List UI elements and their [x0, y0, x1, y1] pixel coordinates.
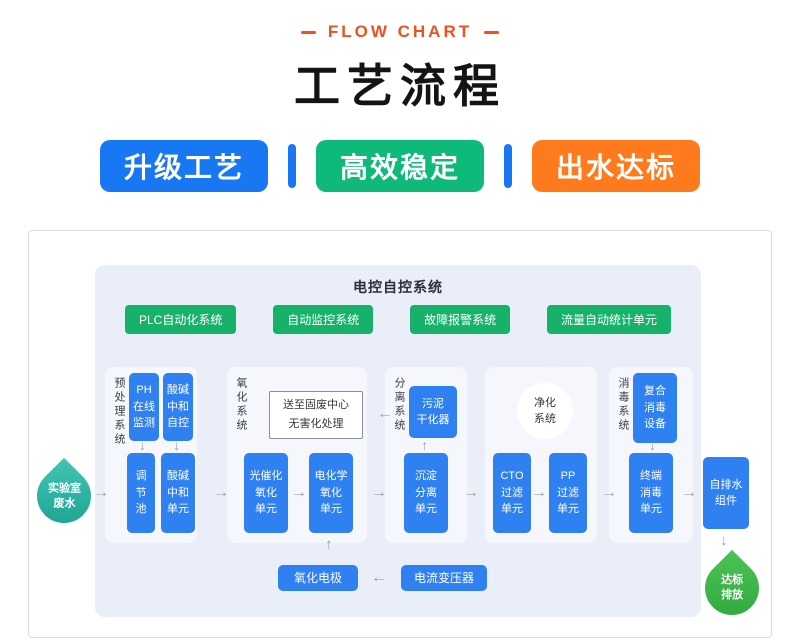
purification-label-circle: 净化 系统: [517, 383, 573, 439]
arrow-right-icon: →: [463, 484, 479, 501]
cto-filter-box: CTO 过滤 单元: [493, 453, 531, 533]
acid-control-box: 酸碱 中和 自控: [163, 373, 193, 441]
badge-upgrade-process: 升级工艺: [100, 140, 268, 192]
badge-separator: [288, 144, 296, 188]
standard-discharge-drop: 达标 排放: [693, 549, 771, 627]
arrow-right-icon: →: [681, 484, 697, 501]
arrow-right-icon: →: [371, 484, 387, 501]
control-system-title: 电控自控系统: [353, 279, 443, 295]
badge-effluent-standard: 出水达标: [532, 140, 700, 192]
sludge-dryer-box: 污泥 干化器: [409, 386, 457, 438]
sedimentation-unit-box: 沉淀 分离 单元: [404, 453, 448, 533]
control-modules-row: PLC自动化系统 自动监控系统 故障报警系统 流量自动统计单元: [125, 305, 671, 334]
control-module-flow-stats: 流量自动统计单元: [546, 305, 671, 334]
arrow-left-icon: ←: [371, 569, 387, 586]
arrow-right-icon: →: [93, 484, 109, 501]
electrochemical-unit-box: 电化学 氧化 单元: [309, 453, 353, 533]
flow-diagram: 电控自控系统 PLC自动化系统 自动监控系统 故障报警系统 流量自动统计单元 预…: [25, 230, 772, 638]
arrow-left-icon: ←: [377, 405, 393, 422]
arrow-down-icon: ↓: [139, 437, 146, 453]
composite-disinfection-box: 复合 消毒 设备: [633, 373, 677, 443]
page-title: 工艺流程: [294, 60, 506, 112]
badge-separator: [504, 144, 512, 188]
arrow-right-icon: →: [291, 484, 307, 501]
control-module-monitor: 自动监控系统: [273, 305, 374, 334]
terminal-disinfection-box: 终端 消毒 单元: [629, 453, 673, 533]
solid-waste-note: 送至固废中心 无害化处理: [269, 391, 363, 439]
neutralize-unit-box: 酸碱 中和 单元: [161, 453, 195, 533]
arrow-right-icon: →: [213, 484, 229, 501]
disinfection-label: 消毒系统: [617, 377, 629, 433]
dash-right-icon: [484, 30, 500, 34]
current-transformer-box: 电流变压器: [401, 565, 487, 591]
arrow-up-icon: ↑: [325, 536, 333, 553]
regulating-tank-box: 调 节 池: [127, 453, 155, 533]
dash-left-icon: [300, 30, 316, 34]
self-drain-box: 自排水 组件: [703, 457, 749, 529]
pretreatment-label: 预处理系统: [113, 377, 125, 447]
separation-label: 分离系统: [393, 377, 405, 433]
arrow-right-icon: →: [531, 484, 547, 501]
pp-filter-box: PP 过滤 单元: [549, 453, 587, 533]
control-module-plc: PLC自动化系统: [125, 305, 237, 334]
control-module-alarm: 故障报警系统: [410, 305, 511, 334]
eyebrow-text: FLOW CHART: [327, 22, 473, 41]
ph-monitor-box: PH 在线 监测: [129, 373, 159, 441]
arrow-down-icon: ↓: [720, 532, 728, 549]
flow-chart-eyebrow: FLOW CHART: [0, 22, 800, 42]
arrow-right-icon: →: [601, 484, 617, 501]
header: FLOW CHART 工艺流程 升级工艺 高效稳定 出水达标: [0, 0, 800, 192]
lab-wastewater-drop: 实验室 废水: [25, 457, 103, 535]
arrow-down-icon: ↓: [649, 437, 656, 453]
badges-row: 升级工艺 高效稳定 出水达标: [0, 140, 800, 192]
arrow-down-icon: ↓: [173, 437, 180, 453]
oxidation-electrode-box: 氧化电极: [278, 565, 358, 591]
arrow-up-icon: ↑: [421, 437, 428, 453]
photocatalytic-unit-box: 光催化 氧化 单元: [244, 453, 288, 533]
badge-efficient-stable: 高效稳定: [316, 140, 484, 192]
oxidation-label: 氧化系统: [235, 377, 247, 433]
lab-wastewater-label: 实验室 废水: [47, 482, 81, 509]
standard-discharge-label: 达标 排放: [721, 574, 743, 601]
